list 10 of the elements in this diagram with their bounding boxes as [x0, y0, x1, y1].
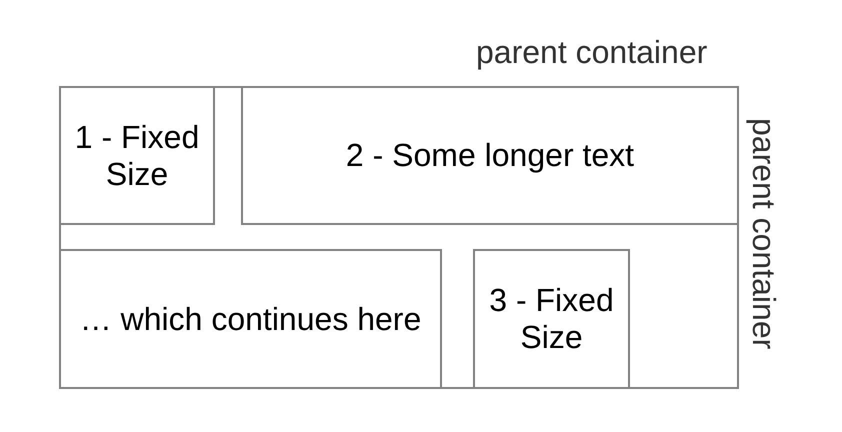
container-label: parent container — [476, 34, 708, 71]
box-label: … which continues here — [80, 300, 422, 338]
layout-box — [59, 249, 442, 389]
box-label: 1 - Fixed Size — [74, 118, 200, 192]
box-label: 2 - Some longer text — [346, 137, 634, 174]
layout-box — [59, 86, 215, 225]
container-label: parent container — [745, 118, 782, 350]
layout-box — [473, 249, 630, 389]
layout-box — [241, 86, 739, 225]
box-label: 3 - Fixed Size — [488, 282, 615, 356]
